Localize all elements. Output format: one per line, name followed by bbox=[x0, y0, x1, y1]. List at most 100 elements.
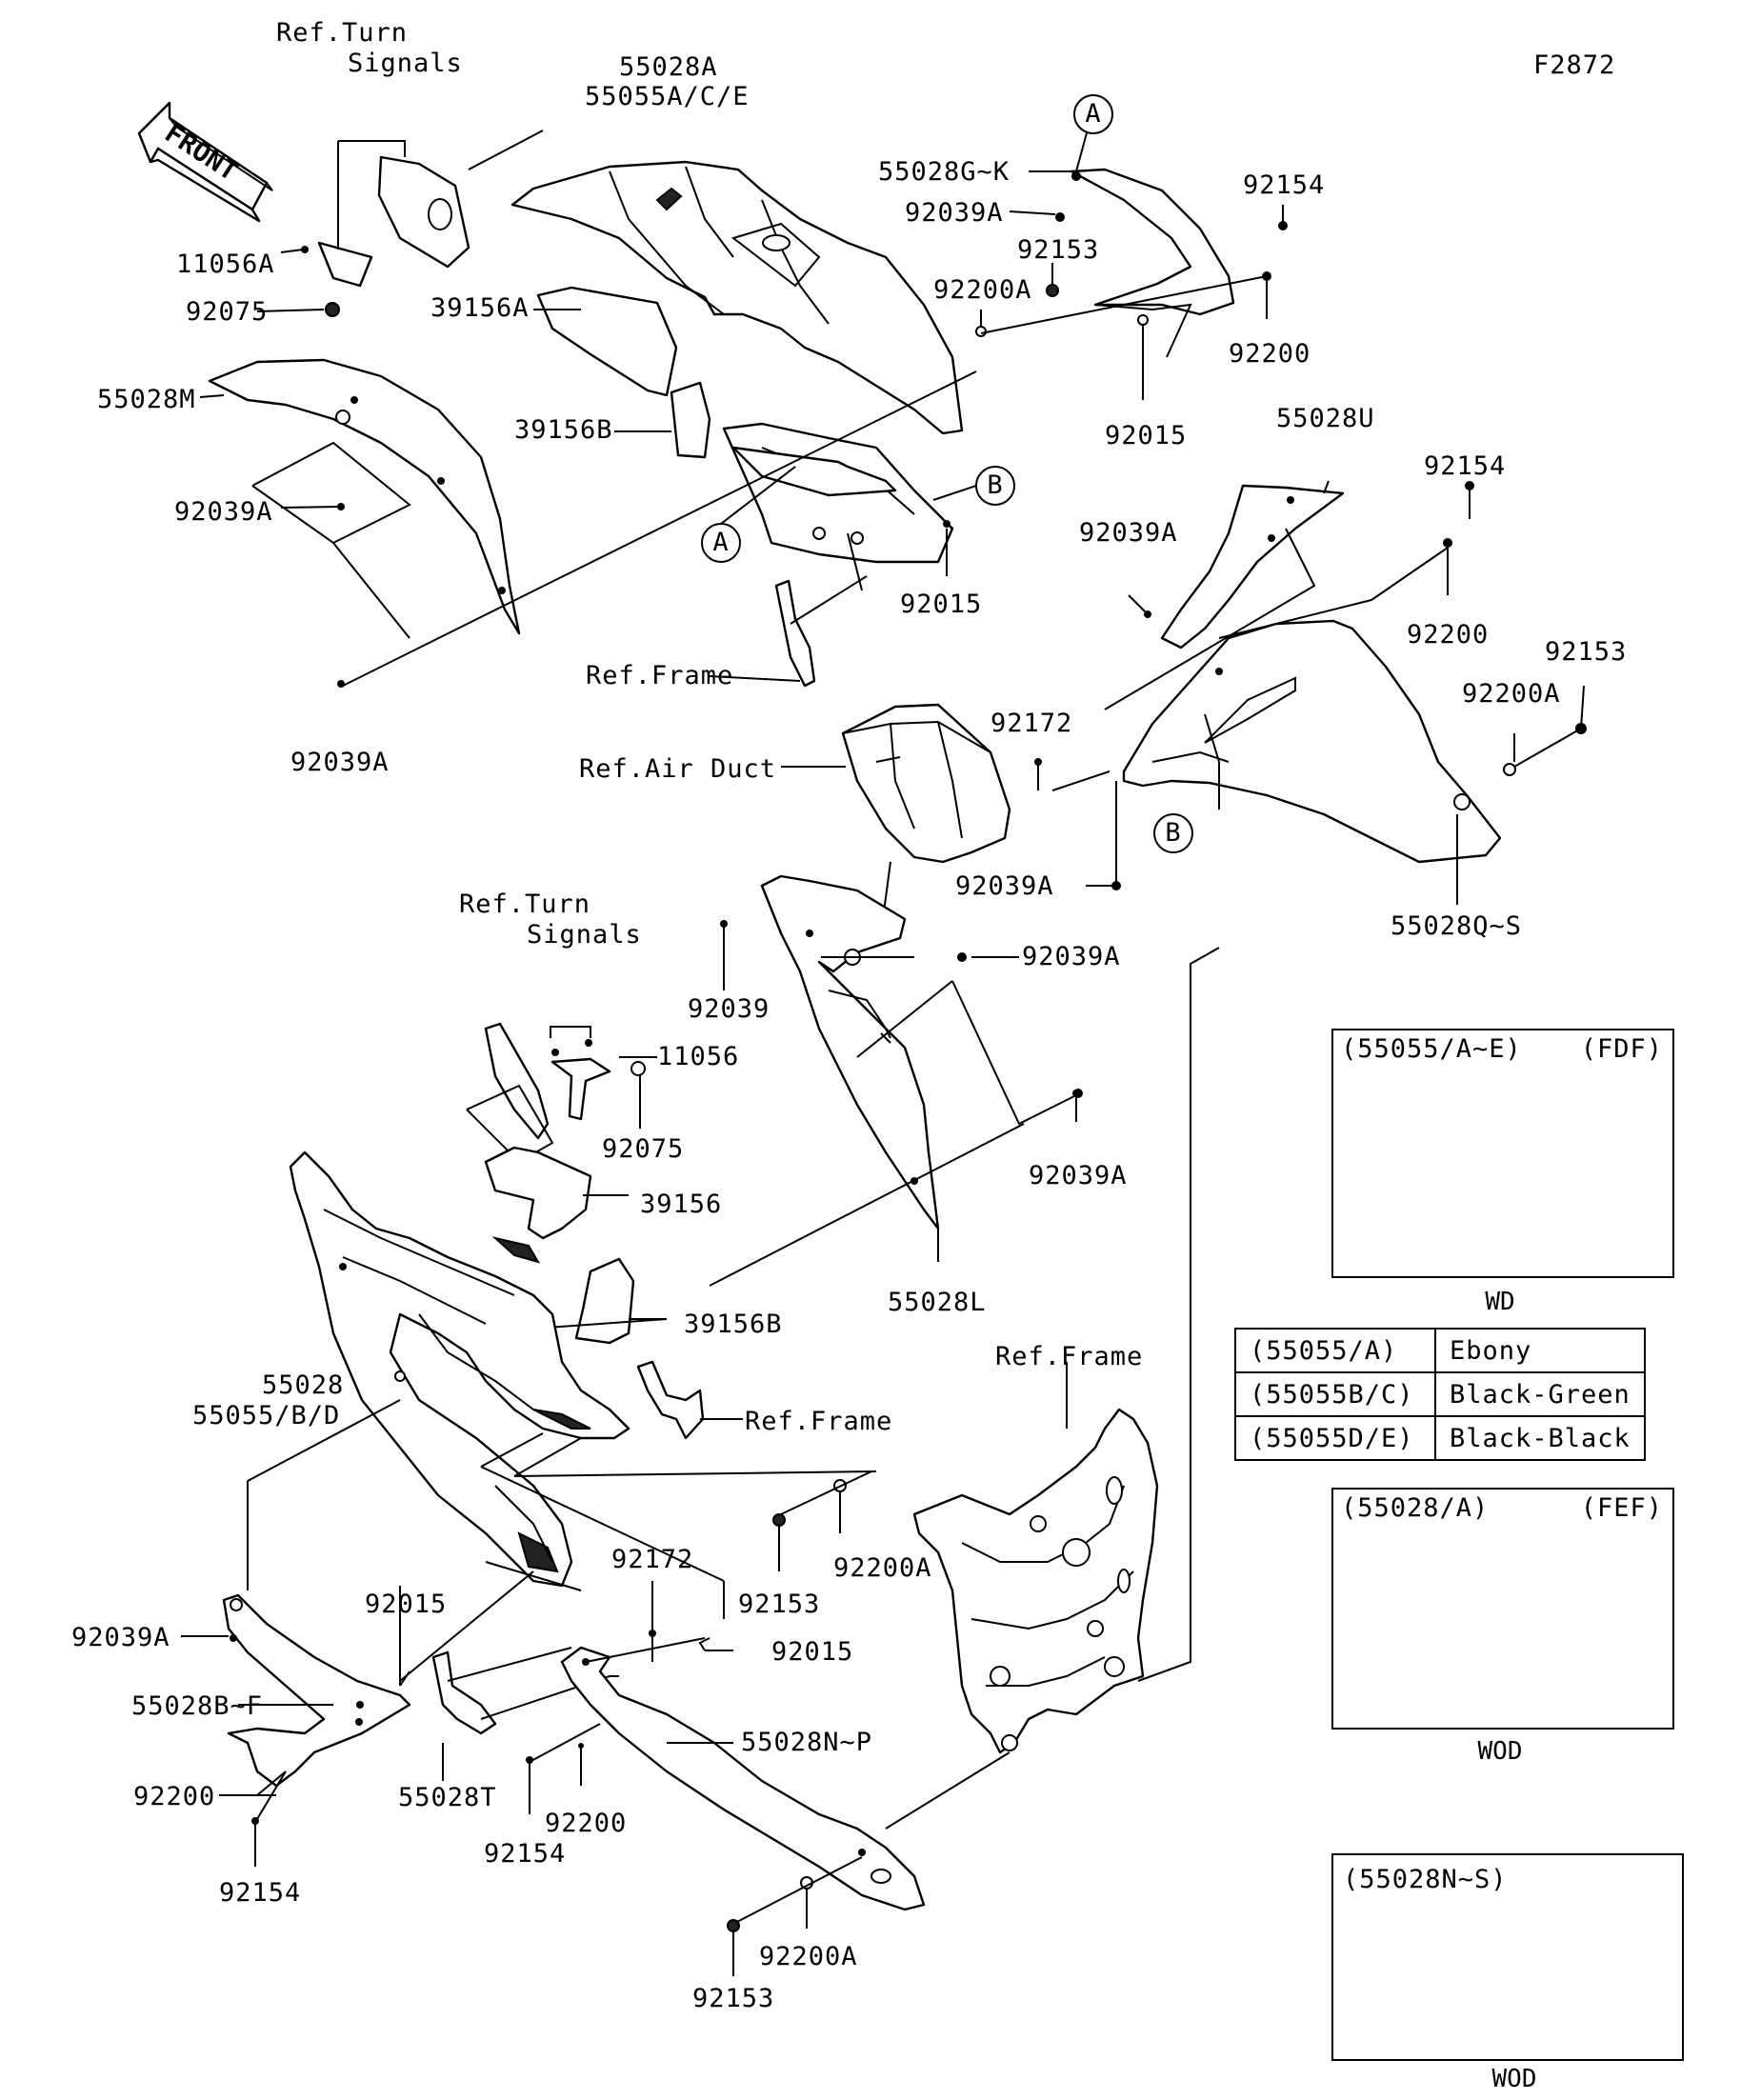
color-name-cell: Black-Black bbox=[1434, 1415, 1646, 1461]
ref-turn-signals-label-2a: Ref.Turn bbox=[459, 890, 591, 919]
part-label-11056A: 11056A bbox=[176, 250, 275, 279]
part-label-11056: 11056 bbox=[657, 1042, 740, 1071]
ref-air-duct-label: Ref.Air Duct bbox=[579, 754, 777, 784]
part-label-92200A-bot: 92200A bbox=[759, 1942, 858, 1971]
part-label-55028T: 55028T bbox=[398, 1783, 497, 1812]
figure-code: F2872 bbox=[1533, 50, 1616, 80]
part-label-92200-bm: 92200 bbox=[545, 1809, 628, 1838]
part-label-92039A-bl: 92039A bbox=[290, 748, 390, 777]
ref-turn-signals-label-2b: Signals bbox=[527, 920, 642, 950]
part-label-39156B-top: 39156B bbox=[514, 415, 613, 445]
part-label-92039A-mid: 92039A bbox=[955, 871, 1054, 901]
frame-bracket-top bbox=[774, 579, 816, 688]
color-table: (55055/A) Ebony (55055B/C) Black-Green (… bbox=[1234, 1328, 1646, 1461]
part-label-92154-bm: 92154 bbox=[484, 1839, 567, 1869]
callout-A-top bbox=[1073, 94, 1113, 134]
inset-box-55028NS-header-left: (55028N~S) bbox=[1343, 1865, 1508, 1894]
part-label-55028GK: 55028G~K bbox=[878, 157, 1011, 187]
turn-signal-bracket-mid bbox=[484, 1022, 646, 1140]
inner-panel-55028M bbox=[208, 358, 521, 635]
part-label-92039A-bot: 92039A bbox=[71, 1623, 170, 1652]
color-code-cell: (55055B/C) bbox=[1234, 1371, 1436, 1417]
frame-bracket-mid bbox=[636, 1360, 705, 1440]
side-panel-55028GK bbox=[1055, 168, 1235, 358]
part-label-92153-r: 92153 bbox=[1545, 637, 1628, 667]
callout-A-mid-label: A bbox=[712, 528, 730, 557]
part-label-92172-top: 92172 bbox=[991, 709, 1073, 738]
table-row: (55055/A) Ebony bbox=[1234, 1328, 1646, 1373]
color-code-cell: (55055/A) bbox=[1234, 1328, 1436, 1373]
color-code-cell: (55055D/E) bbox=[1234, 1415, 1436, 1461]
inner-panel-55028L bbox=[760, 874, 940, 1230]
turn-signal-bracket-top bbox=[301, 155, 470, 317]
mid-cowling-55028U bbox=[1160, 484, 1345, 650]
table-row: (55055B/C) Black-Green bbox=[1234, 1371, 1646, 1417]
inset-box-55028NS-caption: WOD bbox=[1491, 2065, 1537, 2093]
ref-turn-signals-label-1b: Signals bbox=[348, 49, 463, 78]
lower-cowling-55028 bbox=[289, 1150, 630, 1588]
part-label-92200-r: 92200 bbox=[1407, 620, 1490, 650]
color-name-cell: Ebony bbox=[1434, 1328, 1646, 1373]
part-label-39156: 39156 bbox=[640, 1190, 723, 1219]
inset-box-55055: (55055/A~E) (FDF) bbox=[1331, 1029, 1674, 1278]
inset-box-55055-header-right: (FDF) bbox=[1580, 1034, 1663, 1064]
callout-B-mid bbox=[1153, 813, 1193, 853]
part-label-92039A-l: 92039A bbox=[1022, 942, 1121, 971]
part-label-92039: 92039 bbox=[688, 994, 770, 1024]
part-label-92039A-left: 92039A bbox=[174, 497, 273, 527]
lower-panel-55028BF bbox=[222, 1593, 411, 1788]
part-label-92039A-top: 92039A bbox=[905, 198, 1004, 228]
callout-A-top-label: A bbox=[1085, 99, 1102, 129]
upper-cowling-55028A bbox=[510, 160, 964, 564]
part-label-55028M: 55028M bbox=[97, 385, 196, 414]
bracket-panel-55028T bbox=[431, 1650, 497, 1735]
heat-shield-39156B-mid bbox=[574, 1257, 635, 1345]
inset-box-55028-header-right: (FEF) bbox=[1580, 1493, 1663, 1523]
part-label-55028QS: 55028Q~S bbox=[1391, 911, 1523, 941]
part-label-55055BD: 55055/B/D bbox=[192, 1401, 341, 1430]
part-label-92200-bl: 92200 bbox=[133, 1782, 216, 1811]
air-duct bbox=[841, 703, 1011, 864]
color-name-cell: Black-Green bbox=[1434, 1371, 1646, 1417]
part-label-55028U: 55028U bbox=[1276, 404, 1375, 433]
heat-shield-39156A bbox=[536, 286, 678, 397]
ref-turn-signals-label-1a: Ref.Turn bbox=[276, 18, 409, 48]
ref-frame-label-mid: Ref.Frame bbox=[995, 1342, 1144, 1371]
part-label-92015-mid: 92015 bbox=[900, 590, 983, 619]
part-label-92075-mid: 92075 bbox=[602, 1134, 685, 1164]
part-label-92015-bl: 92015 bbox=[365, 1590, 448, 1619]
part-label-92154-r: 92154 bbox=[1424, 451, 1507, 481]
part-label-55028L: 55028L bbox=[888, 1288, 987, 1317]
heat-shield-39156 bbox=[484, 1146, 592, 1240]
ref-frame-label-bot: Ref.Frame bbox=[745, 1407, 893, 1436]
part-label-92039A-u: 92039A bbox=[1079, 518, 1178, 548]
part-label-92200A-bm: 92200A bbox=[833, 1553, 932, 1583]
part-label-92075-top: 92075 bbox=[186, 297, 269, 327]
part-label-92153-tr: 92153 bbox=[1017, 235, 1100, 265]
part-label-55028NP: 55028N~P bbox=[741, 1728, 873, 1757]
under-cowling-55028NP bbox=[560, 1646, 926, 1911]
part-label-92172-bot: 92172 bbox=[611, 1545, 694, 1574]
part-label-92153-bm: 92153 bbox=[738, 1590, 821, 1619]
part-label-92154-tr: 92154 bbox=[1243, 170, 1326, 200]
part-label-92154-bl: 92154 bbox=[219, 1878, 302, 1908]
part-label-92039A-lr: 92039A bbox=[1029, 1161, 1128, 1190]
part-label-92153-bot: 92153 bbox=[692, 1984, 775, 2013]
part-label-92200-tr: 92200 bbox=[1229, 339, 1311, 369]
inset-box-55028NS: (55028N~S) bbox=[1331, 1853, 1684, 2061]
part-label-92200A-tr: 92200A bbox=[933, 275, 1032, 305]
part-label-55028BF: 55028B~F bbox=[131, 1691, 264, 1721]
heat-shield-39156B-top bbox=[670, 381, 711, 459]
side-cowling-55028QS bbox=[1122, 619, 1502, 864]
part-label-92015-br: 92015 bbox=[771, 1637, 854, 1667]
inset-box-55055-caption: WD bbox=[1485, 1288, 1515, 1316]
part-label-55028: 55028 bbox=[262, 1370, 345, 1400]
part-label-55028A: 55028A bbox=[619, 52, 718, 82]
ref-frame-label-top: Ref.Frame bbox=[586, 661, 734, 690]
callout-B-top-label: B bbox=[987, 470, 1004, 500]
part-label-39156B-mid: 39156B bbox=[684, 1310, 783, 1339]
inset-box-55028: (55028/A) (FEF) bbox=[1331, 1488, 1674, 1730]
frame bbox=[912, 1408, 1159, 1754]
inset-box-55055-header-left: (55055/A~E) bbox=[1341, 1034, 1522, 1064]
